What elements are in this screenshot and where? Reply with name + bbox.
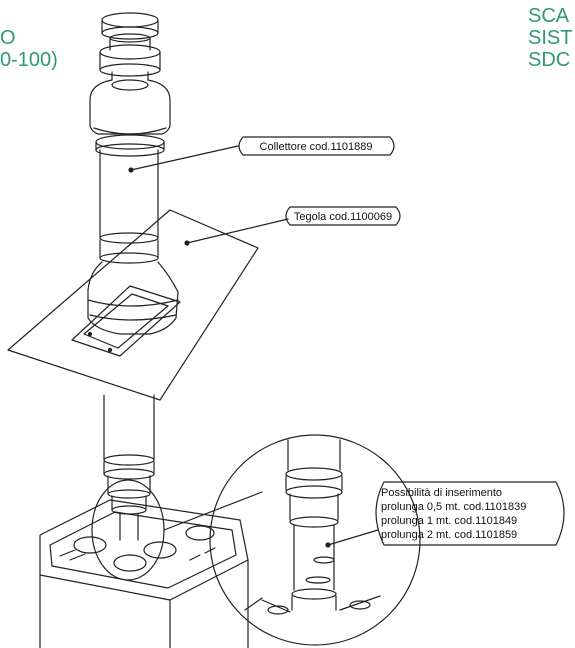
prolunga-05-label: prolunga 0,5 mt. cod.1101839 [381,501,526,513]
callout-inserimento: Possibilità di inserimento prolunga 0,5 … [325,481,565,548]
prolunga-2-label: prolunga 2 mt. cod.1101859 [381,529,517,541]
prolunga-1-label: prolunga 1 mt. cod.1101849 [381,515,517,527]
roof-tile-plate [7,209,259,401]
header-left-line-2: 0-100) [0,49,58,71]
detail-marker-ellipse [91,479,165,581]
callout-collettore: Collettore cod.1101889 [128,136,395,173]
inserimento-title: Possibilità di inserimento [381,487,502,499]
flue-pipe [87,12,179,541]
header-right-line-3: SDC [528,49,571,71]
tegola-label: Tegola cod.1100069 [294,211,392,223]
header-right-line-2: SIST [528,27,573,49]
detail-magnifier [163,434,421,646]
boiler-unit [39,499,249,648]
callout-tegola: Tegola cod.1100069 [184,206,401,246]
header-left-line-1: O [0,27,16,49]
collettore-label: Collettore cod.1101889 [260,141,373,153]
header-right-line-1: SCA [528,5,570,27]
